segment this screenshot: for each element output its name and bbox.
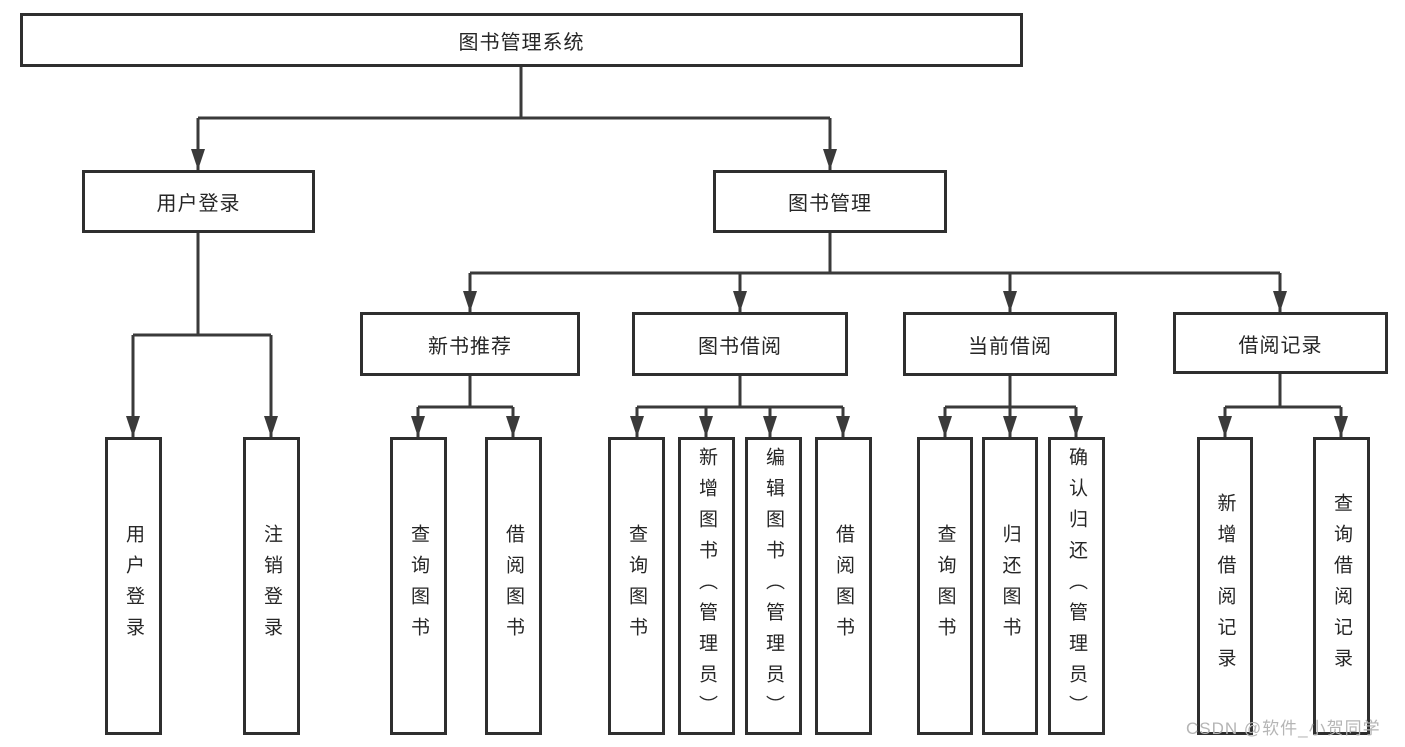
leaf-label: 用户登录 xyxy=(123,524,144,648)
leaf-add-books-admin: 新增图书（管理员） xyxy=(678,437,735,735)
leaf-label: 确认归还（管理员） xyxy=(1066,446,1087,726)
leaf-label: 注销登录 xyxy=(261,524,282,648)
node-user-login: 用户登录 xyxy=(82,170,315,233)
node-label: 借阅记录 xyxy=(1238,334,1323,357)
node-label: 用户登录 xyxy=(156,193,241,215)
leaf-label: 归还图书 xyxy=(999,524,1021,648)
node-library-management-system: 图书管理系统 xyxy=(20,13,1023,67)
node-borrowing-records: 借阅记录 xyxy=(1173,312,1388,374)
node-label: 图书借阅 xyxy=(698,335,782,358)
connector-user-login-to-leaves xyxy=(126,233,278,437)
node-label: 新书推荐 xyxy=(428,335,512,358)
leaf-query-books-current: 查询图书 xyxy=(917,437,973,735)
leaf-label: 编辑图书（管理员） xyxy=(763,446,784,726)
leaf-confirm-return-admin: 确认归还（管理员） xyxy=(1048,437,1105,735)
node-label: 图书管理 xyxy=(788,193,872,215)
node-book-management: 图书管理 xyxy=(713,170,947,233)
connector-current-borrowing-to-leaves xyxy=(938,375,1083,437)
connector-borrowing-records-to-leaves xyxy=(1218,373,1348,437)
leaf-logout-login: 注销登录 xyxy=(243,437,300,735)
connector-book-management-to-level2 xyxy=(463,233,1287,312)
node-label: 当前借阅 xyxy=(968,335,1052,358)
leaf-query-borrow-record: 查询借阅记录 xyxy=(1313,437,1370,735)
node-book-borrowing: 图书借阅 xyxy=(632,312,848,376)
leaf-borrow-books-recommend: 借阅图书 xyxy=(485,437,542,735)
leaf-edit-books-admin: 编辑图书（管理员） xyxy=(745,437,802,735)
leaf-label: 借阅图书 xyxy=(833,524,854,648)
leaf-add-borrow-record: 新增借阅记录 xyxy=(1197,437,1253,735)
leaf-label: 新增图书（管理员） xyxy=(696,446,717,726)
leaf-query-books-recommend: 查询图书 xyxy=(390,437,447,735)
connector-new-book-recommendation-to-leaves xyxy=(411,375,520,437)
leaf-user-login: 用户登录 xyxy=(105,437,162,735)
node-current-borrowing: 当前借阅 xyxy=(903,312,1117,376)
connector-book-borrowing-to-leaves xyxy=(630,375,850,437)
leaf-borrow-books: 借阅图书 xyxy=(815,437,872,735)
leaf-label: 查询借阅记录 xyxy=(1331,493,1352,679)
leaf-label: 新增借阅记录 xyxy=(1214,493,1236,679)
leaf-label: 查询图书 xyxy=(934,524,956,648)
leaf-label: 借阅图书 xyxy=(503,524,524,648)
leaf-label: 查询图书 xyxy=(408,524,429,648)
leaf-return-books: 归还图书 xyxy=(982,437,1038,735)
csdn-watermark: CSDN @软件_小贺同学 xyxy=(1186,719,1381,738)
leaf-query-books-borrow: 查询图书 xyxy=(608,437,665,735)
node-label: 图书管理系统 xyxy=(458,31,585,54)
connector-root-to-level1 xyxy=(191,67,837,170)
leaf-label: 查询图书 xyxy=(626,524,647,648)
node-new-book-recommendation: 新书推荐 xyxy=(360,312,580,376)
